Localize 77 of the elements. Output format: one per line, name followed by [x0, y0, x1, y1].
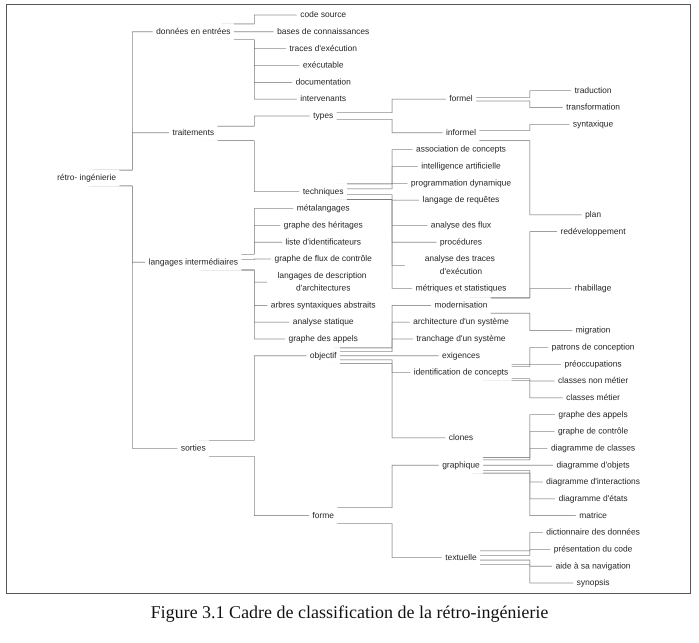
connector	[511, 378, 556, 382]
node-text: procédures	[440, 237, 482, 246]
node-text: diagramme d'objets	[556, 460, 630, 470]
node-text: migration	[576, 326, 610, 335]
node-text: présentation du code	[554, 544, 632, 554]
node-text: arbres syntaxiques abstraits	[270, 300, 376, 310]
connector	[336, 98, 446, 113]
node-text: redéveloppement	[560, 226, 626, 236]
connector	[336, 523, 442, 558]
node-text: diagramme d'états	[558, 494, 628, 504]
connector	[482, 464, 554, 466]
node-text: métriques et statistiques	[416, 284, 506, 293]
connector	[476, 100, 564, 108]
connector	[480, 560, 553, 566]
node-text: tranchage d'un système	[416, 334, 506, 344]
node-text: documentation	[296, 78, 351, 87]
node-text: graphe des héritages	[284, 220, 363, 230]
node-text: liste d'identificateurs	[285, 237, 361, 246]
node-text: analyse statique	[292, 317, 354, 326]
connector	[476, 90, 572, 98]
connector	[339, 338, 414, 352]
node-text: textuelle	[445, 553, 477, 562]
classification-tree: rétro- ingénierie données en entrées code source bases de connaissances traces d'exécution exécutable documentation intervenants traitements types formel traduction transformation informel syntaxique plan techniques association de concepts intelligence artificielle programmation dynamique langage de requêtes analyse des flux procédures analyse des traces d'exécution métriques et statistiques langages intermédiaires métalangages graphe des héritages liste d'identificateurs graphe de flux de contrôle langages de description d'architectures arbres syntaxiques abstraits analyse statique graphe des appels sorties objectif modernisation redéveloppement rhabillage migration architecture d'un système tranchage d'un système exigences identification de concepts patrons de conception préoccupations classes non métier classes métier clones forme graphique graphe des appels graphe de contrôle diagramme de classes diagramme d'objets diagramme d'interactions diagramme d'états matrice textuelle dictionnaire des données présentation du code aide à sa navigation synopsis	[7, 5, 690, 593]
node-text: diagramme de classes	[550, 444, 636, 453]
node-text: exigences	[442, 351, 480, 360]
node-text: aide à sa navigation	[556, 561, 630, 570]
node-text: langages de description d'architectures	[278, 271, 366, 293]
node-text: bases de connaissances	[277, 27, 370, 36]
connector	[339, 360, 411, 373]
node-text: code source	[300, 10, 346, 20]
node-text: synopsis	[576, 578, 610, 588]
node-text: forme	[312, 510, 334, 520]
node-text: diagramme d'interactions	[546, 477, 640, 486]
connector	[346, 183, 408, 190]
node-text: matrice	[579, 510, 607, 520]
node-text: langage de requêtes	[422, 195, 500, 204]
connector	[339, 322, 410, 348]
connector	[346, 194, 420, 200]
connector	[511, 364, 562, 367]
node-text: traces d'exécution	[289, 44, 357, 53]
node-text: classes métier	[566, 393, 620, 402]
node-text: syntaxique	[572, 120, 614, 129]
node-text: analyse des flux	[430, 220, 492, 230]
connector	[240, 258, 272, 260]
node-text: dictionnaire des données	[546, 528, 640, 537]
connector	[217, 116, 310, 126]
node-text: programmation dynamique	[410, 178, 512, 188]
connector	[482, 448, 548, 460]
node-text: patrons de conception	[552, 342, 634, 352]
connector	[480, 549, 551, 556]
node-text: formel	[449, 94, 473, 104]
node-text: intelligence artificielle	[421, 162, 501, 171]
connector	[478, 124, 570, 131]
node-text: graphe de contrôle	[558, 426, 628, 436]
node-text: graphe des appels	[288, 334, 358, 344]
node-text: classes non métier	[558, 376, 628, 386]
connector	[480, 564, 574, 584]
node-text: types	[313, 111, 334, 120]
connector	[480, 532, 544, 552]
node-text: architecture d'un système	[413, 317, 509, 326]
node-text: graphe de flux de contrôle	[274, 254, 372, 264]
node-text: exécutable	[302, 60, 344, 70]
node-text: clones	[448, 433, 474, 442]
node-text: analyse des traces d'exécution	[424, 254, 495, 276]
connector	[336, 118, 444, 134]
connector	[482, 470, 544, 482]
node-text: traduction	[574, 86, 612, 95]
node-text: métalangages	[296, 204, 350, 213]
node-text: rhabillage	[574, 284, 612, 293]
node-text: association de concepts	[416, 144, 506, 154]
node-text: transformation	[566, 102, 620, 112]
node-text: intervenants	[300, 94, 346, 104]
node-text: préoccupations	[564, 359, 622, 368]
figure-caption: Figure 3.1 Cadre de classification de la rétro-ingénierie	[150, 602, 550, 623]
node-text: plan	[585, 210, 601, 220]
connector	[490, 288, 572, 298]
node-text: graphe des appels	[558, 410, 628, 419]
